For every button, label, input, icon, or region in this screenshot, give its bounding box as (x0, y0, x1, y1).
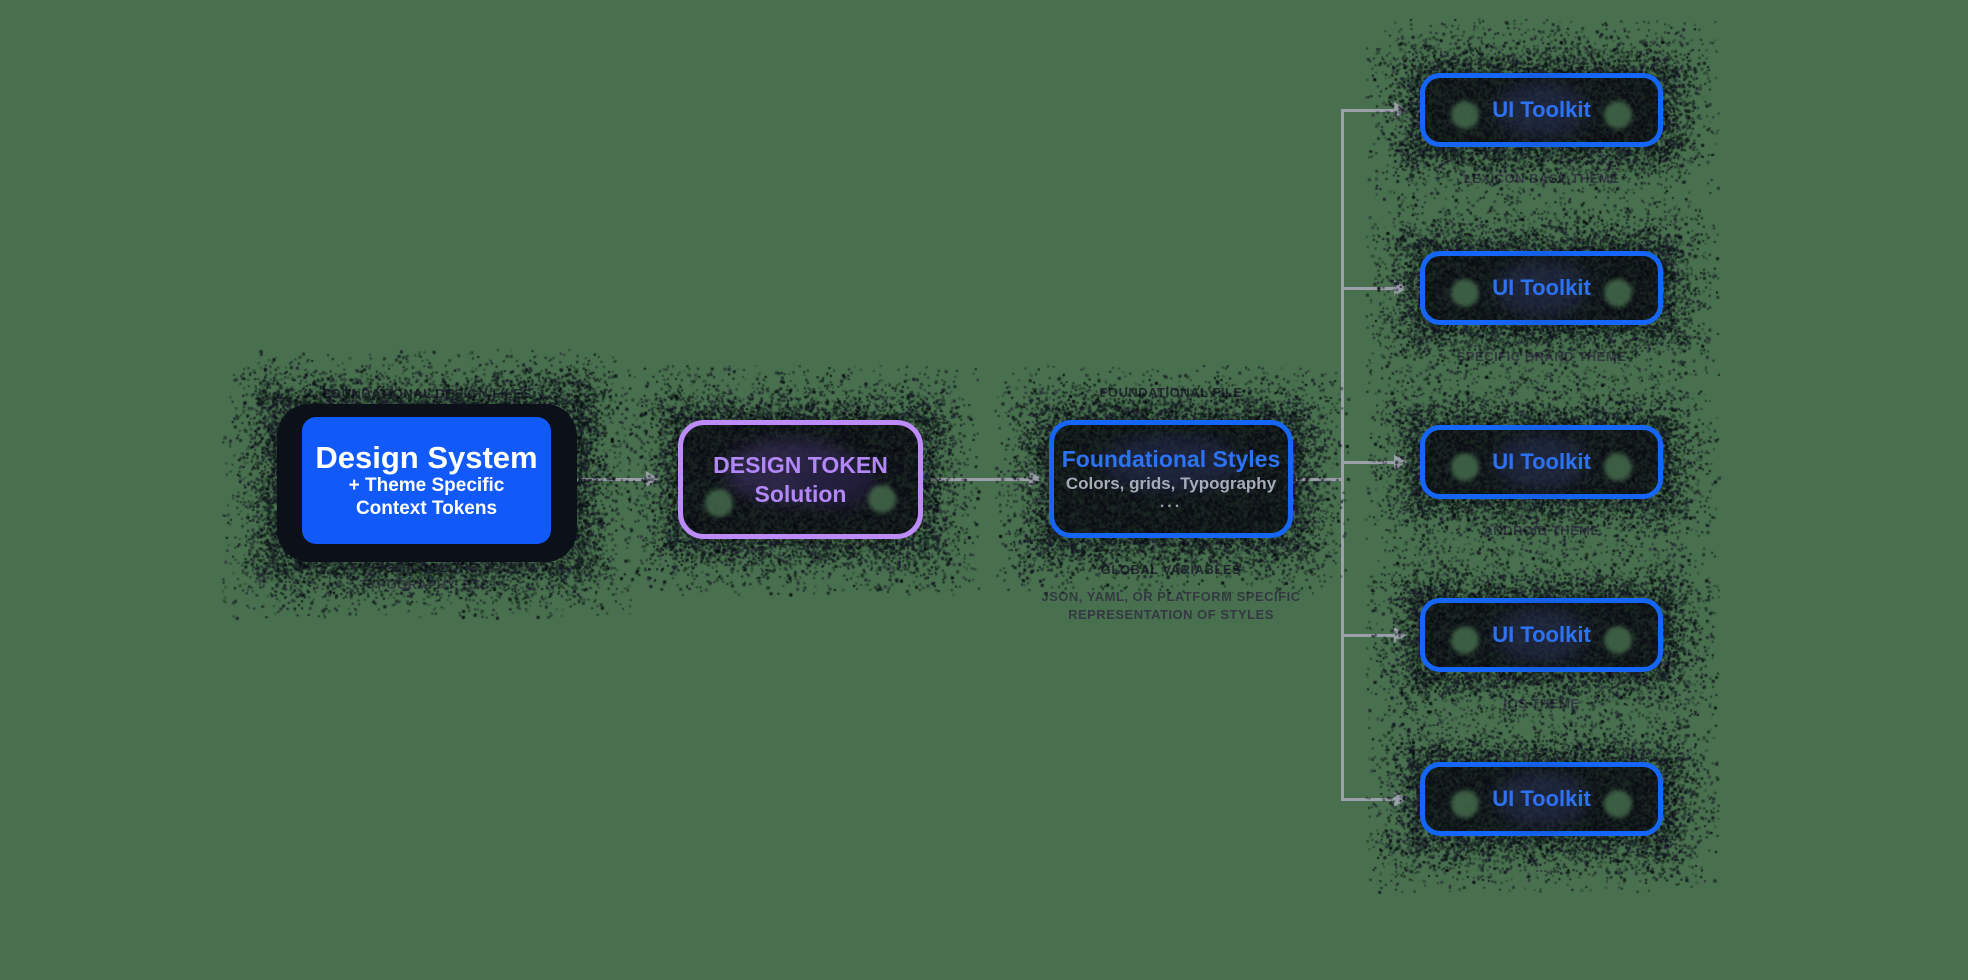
connector-to-toolkit-2 (1341, 287, 1394, 290)
ui-toolkit-node-3: UI Toolkit (1420, 425, 1663, 499)
ui-toolkit-title: UI Toolkit (1492, 275, 1591, 301)
label-global-variables: GLOBAL VARIABLES (1039, 562, 1303, 578)
background-peek-dot (1451, 790, 1479, 818)
background-peek-dot (1451, 279, 1479, 307)
arrowhead-icon (1394, 627, 1407, 643)
background-peek-dot (1604, 279, 1632, 307)
ui-toolkit-title: UI Toolkit (1492, 622, 1591, 648)
ui-toolkit-node-5: UI Toolkit (1420, 762, 1663, 836)
connector-to-toolkit-5 (1341, 798, 1394, 801)
ui-toolkit-node-1: UI Toolkit (1420, 73, 1663, 147)
foundational-styles-title: Foundational Styles (1062, 447, 1281, 472)
connector-token-to-foundational (928, 478, 1029, 481)
label-json-yaml: JSON, YAML, OR PLATFORM SPECIFIC (1014, 589, 1328, 605)
label-representation-of-styles: REPRESENTATION OF STYLES (1014, 607, 1328, 623)
background-peek-dot (1604, 453, 1632, 481)
connector-design-system-to-token (574, 478, 646, 481)
arrowhead-icon (1394, 454, 1407, 470)
label-ios-theme: IOS THEME (1420, 696, 1663, 712)
background-peek-dot (1604, 790, 1632, 818)
design-system-subtitle-1: + Theme Specific (349, 475, 505, 498)
foundational-styles-ellipsis: ... (1160, 495, 1182, 511)
background-peek-dot (1604, 626, 1632, 654)
design-system-node: Design System + Theme Specific Context T… (277, 404, 577, 562)
design-system-card: Design System + Theme Specific Context T… (302, 417, 551, 544)
ui-toolkit-node-4: UI Toolkit (1420, 598, 1663, 672)
arrowhead-icon (1029, 471, 1042, 487)
label-toolkit-ellipsis: ... (1420, 860, 1663, 876)
connector-foundational-stub (1296, 478, 1342, 481)
arrowhead-icon (1394, 280, 1407, 296)
connector-branch-trunk (1341, 109, 1344, 800)
background-peek-dot (1604, 101, 1632, 129)
label-specific-brand-theme: SPECIFIC BRAND THEME (1420, 349, 1663, 365)
label-lexicon-base-theme: LEXICON BASE THEME (1420, 171, 1663, 187)
background-peek-dot (868, 485, 896, 513)
label-android-theme: ANDROID THEME (1420, 523, 1663, 539)
background-peek-dot (705, 489, 733, 517)
ui-toolkit-title: UI Toolkit (1492, 449, 1591, 475)
ui-toolkit-title: UI Toolkit (1492, 97, 1591, 123)
label-typography-etc: TYPOGRAPHY, ETC. (277, 577, 577, 593)
connector-to-toolkit-1 (1341, 109, 1394, 112)
background-peek-dot (1451, 101, 1479, 129)
design-system-subtitle-2: Context Tokens (356, 498, 497, 521)
background-peek-dot (1451, 453, 1479, 481)
label-foundational-file: FOUNDATIONAL FILE (1049, 385, 1293, 401)
token-solution-subtitle: Solution (755, 480, 847, 509)
design-system-title: Design System (315, 441, 537, 475)
label-foundational-design-files: FOUNDATIONAL DESIGN FILES (277, 386, 577, 402)
arrowhead-icon (1394, 791, 1407, 807)
connector-to-toolkit-4 (1341, 634, 1394, 637)
connector-to-toolkit-3 (1341, 461, 1394, 464)
ui-toolkit-node-2: UI Toolkit (1420, 251, 1663, 325)
foundational-styles-subtitle: Colors, grids, Typography (1066, 475, 1276, 494)
token-solution-title: DESIGN TOKEN (713, 451, 888, 480)
arrowhead-icon (1394, 102, 1407, 118)
label-figma-colors: FIGMA COLORS, (277, 560, 577, 576)
background-peek-dot (1451, 626, 1479, 654)
ui-toolkit-title: UI Toolkit (1492, 786, 1591, 812)
design-token-solution-node: DESIGN TOKEN Solution (678, 420, 923, 539)
foundational-styles-node: Foundational Styles Colors, grids, Typog… (1049, 420, 1293, 538)
arrowhead-icon (646, 471, 659, 487)
